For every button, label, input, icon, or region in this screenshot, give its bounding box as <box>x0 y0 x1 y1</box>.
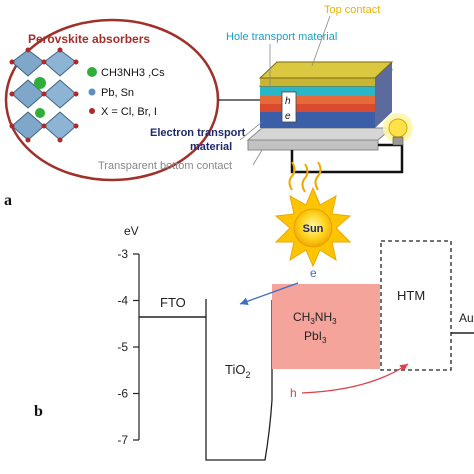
panel-b-letter: b <box>34 403 43 420</box>
htm-label: HTM <box>397 288 425 303</box>
axis-tick-label: -3 <box>117 247 128 261</box>
legend-green-dot <box>87 67 97 77</box>
electron-transport-label-2: material <box>190 141 232 153</box>
perovskite-box <box>272 284 380 369</box>
axis-tick-label: -7 <box>117 433 128 447</box>
legend-red-dot <box>89 108 95 114</box>
axis-tick-label: -5 <box>117 340 128 354</box>
axis-ticks: -3 -4 -5 -6 -7 <box>117 247 139 447</box>
legend-blue-dot <box>88 88 96 96</box>
perovskite-formula-line2: PbI3 <box>304 329 327 345</box>
electron-label: e <box>310 266 317 280</box>
perovskite-title: Perovskite absorbers <box>28 32 150 46</box>
light-rays <box>288 161 322 193</box>
htm-box <box>380 240 452 371</box>
hole-label: h <box>290 386 297 400</box>
legend-red-label: X = Cl, Br, I <box>101 106 157 118</box>
fto-label: FTO <box>160 295 186 310</box>
light-bulb-icon <box>383 113 413 146</box>
solar-cell-device: h e <box>246 61 413 174</box>
bottom-contact-label: Transparent bottom contact <box>98 160 232 172</box>
hole-transport-label: Hole transport material <box>226 31 337 43</box>
tio2-box <box>205 300 273 461</box>
electron-transport-label-1: Electron transport <box>150 127 246 139</box>
panel-a-letter: a <box>4 192 12 209</box>
au-label: Au <box>459 311 474 325</box>
axis-tick-label: -6 <box>117 387 128 401</box>
legend-green-label: CH3NH3 ,Cs <box>101 67 165 79</box>
device-h-label: h <box>285 96 291 107</box>
sun-label: Sun <box>303 223 324 235</box>
sun-icon <box>274 186 352 268</box>
hole-arrow <box>301 363 409 394</box>
crystal-structure <box>9 47 79 143</box>
perovskite-formula-line1: CH3NH3 <box>293 310 337 326</box>
tio2-label: TiO2 <box>225 362 250 380</box>
device-e-label: e <box>285 111 291 122</box>
electron-arrow <box>239 282 299 306</box>
panel-b: eV -3 -4 -5 -6 -7 FTO TiO2 CH3NH3 PbI3 HTM A… <box>34 224 474 461</box>
panel-a: Perovskite absorbers C <box>4 4 413 268</box>
axis-tick-label: -4 <box>117 294 128 308</box>
top-contact-label: Top contact <box>324 4 380 16</box>
legend-blue-label: Pb, Sn <box>101 87 134 99</box>
axis-unit: eV <box>124 224 139 238</box>
